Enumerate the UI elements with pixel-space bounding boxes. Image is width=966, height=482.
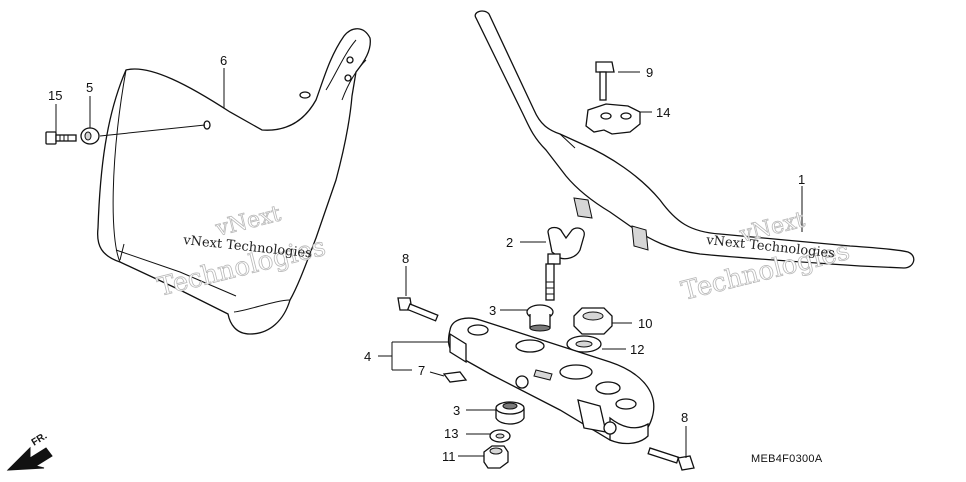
callout-8-left: 8 [402,251,409,266]
callout-2: 2 [506,235,513,250]
callout-1: 1 [798,172,805,187]
handlebar [474,10,915,269]
leader-lines [55,68,803,458]
bolt-8-right [647,447,695,471]
nut-10 [573,307,613,335]
bushing-lower [495,401,525,425]
callout-5: 5 [86,80,93,95]
callout-3-upper: 3 [489,303,496,318]
washer-13 [489,429,511,443]
holder-14 [585,103,641,135]
bushing-upper [526,304,554,332]
number-plate [96,28,371,335]
direction-label: FR. [30,431,50,449]
bolt-15 [45,131,77,145]
callout-12: 12 [630,342,644,357]
washer-12 [566,335,602,353]
callout-10: 10 [638,316,652,331]
callout-15: 15 [48,88,62,103]
callout-9: 9 [646,65,653,80]
callout-4: 4 [364,349,371,364]
callout-6: 6 [220,53,227,68]
bolt-9 [595,61,615,101]
callout-11: 11 [442,449,456,464]
diagram-code: MEB4F0300A [751,453,823,465]
callouts: 1 2 3 3 4 5 6 7 8 8 9 10 11 12 13 14 15 [48,53,805,464]
bolt-8-left [397,297,439,322]
callout-13: 13 [444,426,458,441]
washer-5 [80,127,100,145]
nut-11 [483,445,509,469]
top-bridge [447,317,655,445]
callout-14: 14 [656,105,670,120]
callout-8-right: 8 [681,410,688,425]
callout-7: 7 [418,363,425,378]
nut-7 [442,371,468,383]
callout-3-lower: 3 [453,403,460,418]
upper-holder-2 [545,226,585,301]
front-direction-arrow: FR. [6,431,53,471]
